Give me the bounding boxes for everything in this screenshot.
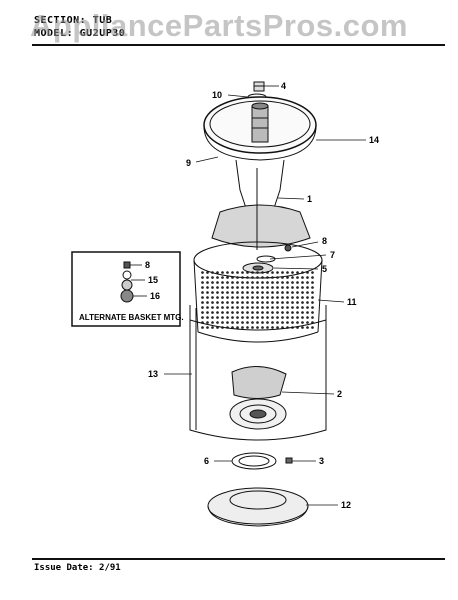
- callout-6: 6: [204, 456, 209, 466]
- model-value: GU2UP30: [79, 28, 126, 39]
- inset-callout-8: 8: [145, 260, 150, 270]
- callout-5: 5: [322, 264, 327, 274]
- part-agitator: [211, 159, 311, 250]
- part-gasket: [231, 452, 277, 470]
- part-base-plate: [207, 487, 309, 527]
- callout-4: 4: [281, 81, 286, 91]
- inset-box: [71, 251, 181, 327]
- part-bolt: [285, 457, 293, 464]
- part-outer-tub: [189, 305, 327, 441]
- callout-11: 11: [347, 297, 357, 307]
- section-line: SECTION: TUB: [34, 15, 112, 26]
- header-rule: [32, 44, 445, 46]
- issue-date: Issue Date: 2/91: [34, 563, 121, 573]
- part-cap: [253, 81, 265, 92]
- callout-2: 2: [337, 389, 342, 399]
- callout-14: 14: [369, 135, 379, 145]
- callout-3: 3: [319, 456, 324, 466]
- section-label: SECTION:: [34, 15, 87, 26]
- section-value: TUB: [92, 15, 113, 26]
- callout-1: 1: [307, 194, 312, 204]
- footer-rule: [32, 558, 445, 560]
- model-line: MODEL: GU2UP30: [34, 28, 125, 39]
- part-hardware: [242, 244, 292, 274]
- callout-9: 9: [186, 158, 191, 168]
- callout-10: 10: [212, 90, 222, 100]
- inset-caption: ALTERNATE BASKET MTG.: [79, 313, 184, 322]
- callout-12: 12: [341, 500, 351, 510]
- part-hub: [229, 366, 287, 430]
- watermark: AppliancePartsPros.com: [30, 8, 408, 43]
- callout-13: 13: [148, 369, 158, 379]
- inset-callout-16: 16: [150, 291, 160, 301]
- inset-callout-15: 15: [148, 275, 158, 285]
- callout-8: 8: [322, 236, 327, 246]
- model-label: MODEL:: [34, 28, 74, 39]
- leader-lines: [130, 85, 366, 506]
- callout-7: 7: [330, 250, 335, 260]
- callouts: 10 4 14 9 1 8 7 5 11 13 2 6 3 12 8 15 16…: [79, 81, 379, 510]
- part-basket: [193, 241, 323, 343]
- part-balance-ring: [203, 96, 317, 161]
